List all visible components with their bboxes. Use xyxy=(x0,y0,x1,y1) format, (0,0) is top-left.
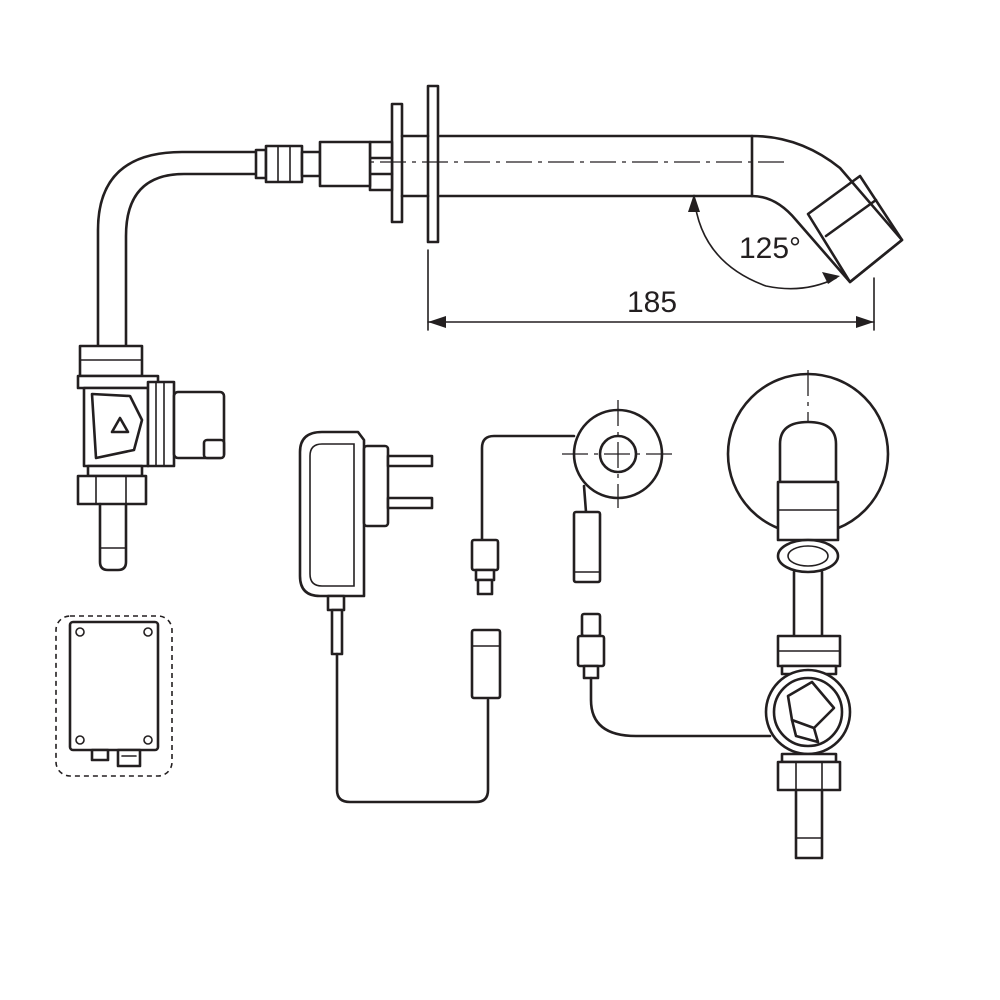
arrowhead-right xyxy=(856,316,874,328)
control-box-outline xyxy=(55,615,173,777)
screw-icon xyxy=(75,735,85,745)
arrowhead-left xyxy=(428,316,446,328)
valve-body-front xyxy=(764,668,852,756)
screw-icon xyxy=(75,627,85,637)
supply-pipe-left xyxy=(96,140,372,352)
spout-side-view xyxy=(296,84,904,284)
dimension-annotations: 185 125° xyxy=(427,194,875,331)
connector-socket xyxy=(116,748,142,768)
plug-pin xyxy=(386,454,434,468)
front-view xyxy=(726,370,890,860)
power-adapter xyxy=(298,430,502,804)
angle-arrowhead-bottom xyxy=(822,272,840,284)
dimension-length-label: 185 xyxy=(627,286,677,319)
plug-base xyxy=(362,444,390,528)
control-box xyxy=(55,615,173,777)
cable-connector xyxy=(470,628,502,700)
sensor-unit xyxy=(470,400,676,596)
cable-connector-small xyxy=(580,612,602,638)
valve-cable xyxy=(576,612,772,738)
screw-icon xyxy=(143,735,153,745)
solenoid-valve-side xyxy=(76,344,226,572)
plug-pin xyxy=(386,496,434,510)
screw-icon xyxy=(143,627,153,637)
angle-arc xyxy=(693,195,837,290)
dimension-angle-label: 125° xyxy=(739,232,801,265)
control-box-body xyxy=(68,620,160,752)
angle-arrowhead-top xyxy=(688,194,700,212)
connector-socket xyxy=(90,748,110,762)
